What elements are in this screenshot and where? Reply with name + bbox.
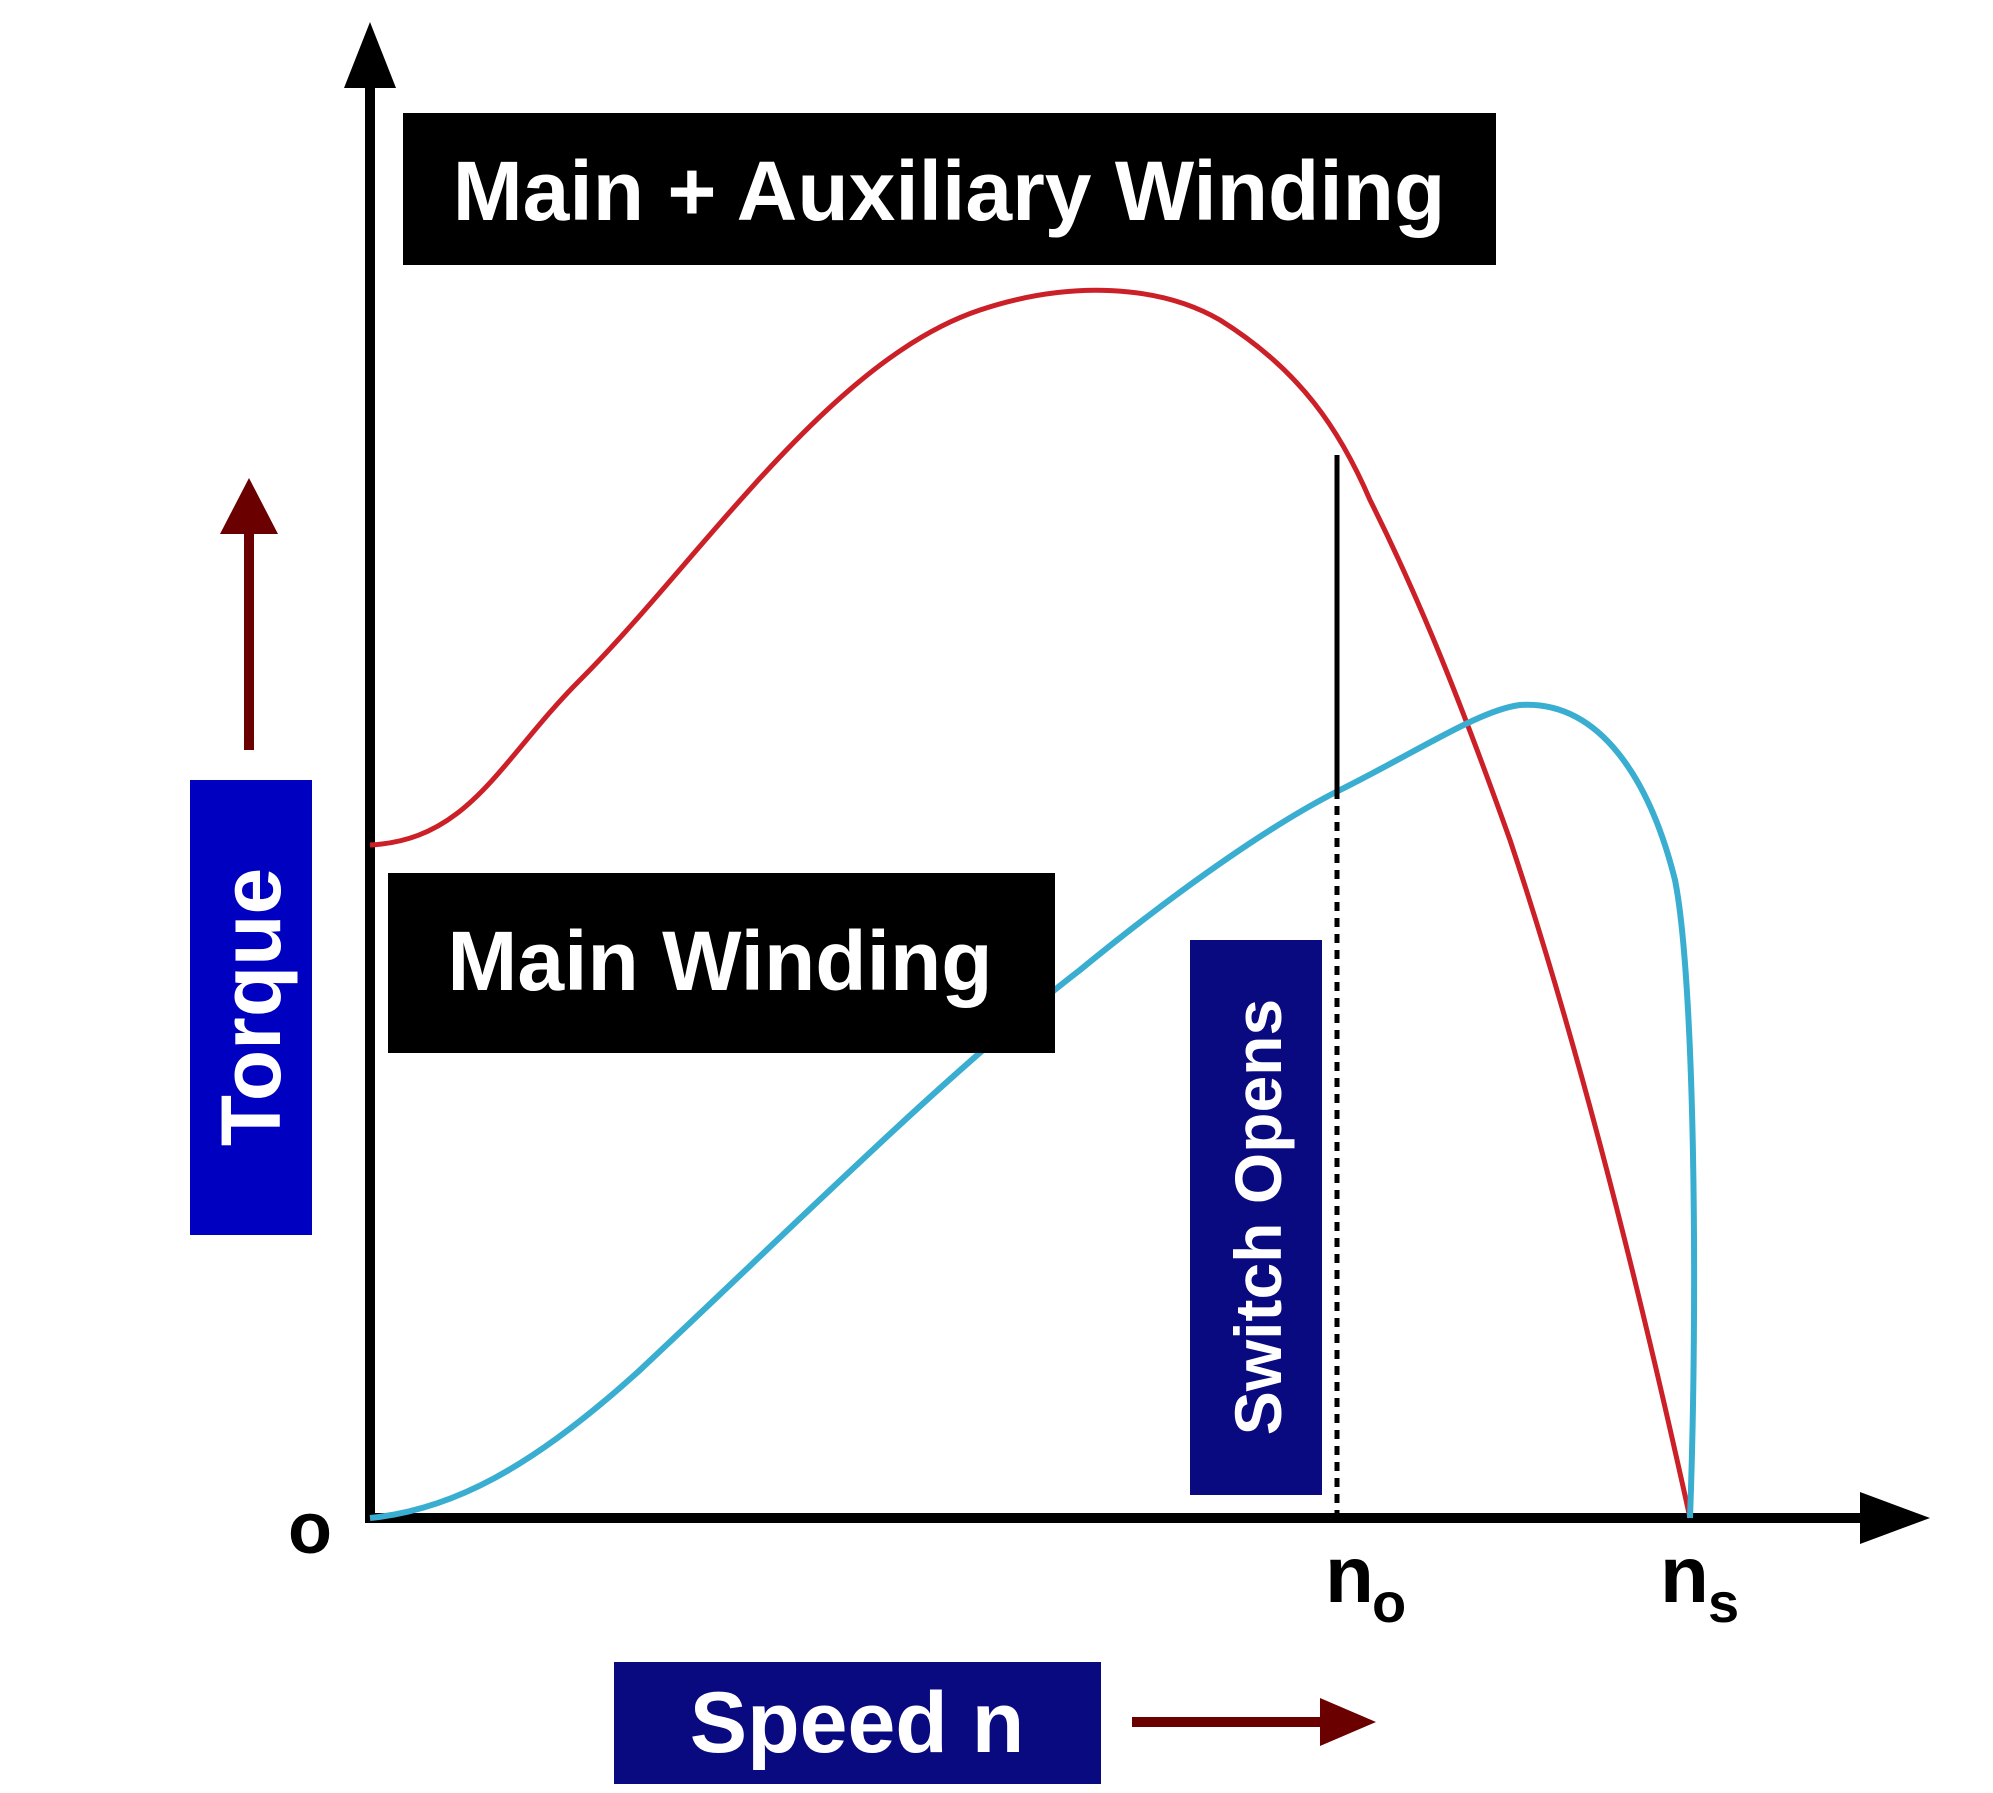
n-s-base: n (1660, 1530, 1709, 1619)
main-aux-label-box (403, 113, 1496, 265)
torque-arrow-head (220, 478, 278, 534)
n-o-sub: o (1372, 1571, 1406, 1634)
n-s-sub: s (1708, 1571, 1739, 1634)
n-o-marker: n o (1325, 1530, 1406, 1634)
y-axis-arrowhead (344, 22, 396, 88)
x-axis-arrowhead (1860, 1492, 1930, 1544)
main-winding-curve (369, 701, 1698, 1521)
main-winding-label: Main Winding (447, 914, 992, 1008)
switch-label: Switch Opens (1221, 999, 1295, 1435)
origin-label: o (288, 1489, 332, 1569)
speed-label: Speed n (690, 1675, 1025, 1771)
torque-label: Torque (204, 868, 298, 1146)
main-aux-curve (369, 287, 1693, 1519)
n-s-marker: n s (1660, 1530, 1739, 1634)
main-winding-label-box (388, 873, 1055, 1053)
n-o-base: n (1325, 1530, 1374, 1619)
switch-label-box (1190, 940, 1322, 1495)
torque-label-box (190, 780, 312, 1235)
speed-arrow-head (1320, 1698, 1376, 1746)
main-aux-label: Main + Auxiliary Winding (453, 144, 1446, 238)
speed-label-box (614, 1662, 1101, 1784)
